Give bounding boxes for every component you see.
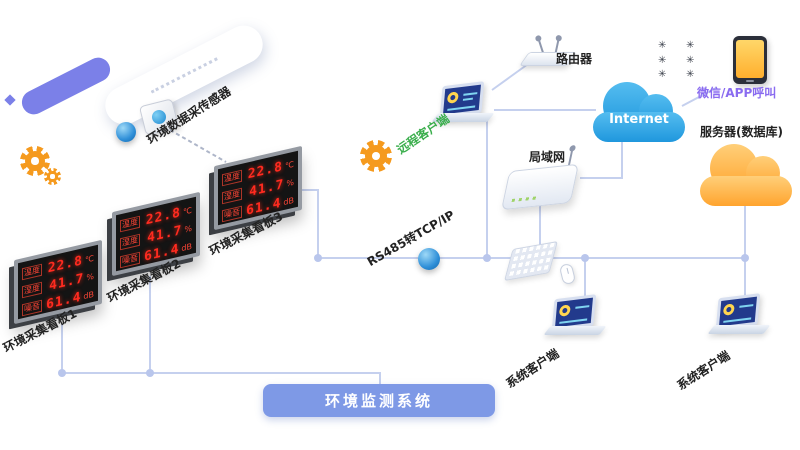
gauge-icon <box>446 91 459 104</box>
gear-icon <box>360 140 392 172</box>
gauge-icon <box>722 303 735 316</box>
chart-bar <box>739 304 754 308</box>
chart-bar <box>463 92 478 96</box>
led-row-label: 湿度 <box>222 187 242 205</box>
led-row-unit: dB <box>83 289 94 301</box>
router-label: 路由器 <box>556 52 593 66</box>
led-row-unit: % <box>184 223 192 234</box>
sparkle-icon: ✳ <box>686 54 695 66</box>
led-row-label: 温度 <box>22 263 42 281</box>
led-row-label: 湿度 <box>120 233 140 251</box>
sparkle-icon: ✳ <box>686 40 695 51</box>
gauge-icon <box>558 304 571 317</box>
sparkle-icon: ✳ <box>658 40 667 51</box>
app-sparkle-icons: ✳ ✳ ✳ ✳ ✳ ✳ <box>658 40 704 82</box>
laptop-base <box>707 325 771 334</box>
led-row-unit: ℃ <box>285 159 294 171</box>
rs485-gateway-node <box>418 248 440 270</box>
cloud-body <box>700 176 792 206</box>
led-row-label: 温度 <box>120 215 140 233</box>
dashed-connector <box>169 129 227 163</box>
led-row-label: 湿度 <box>22 281 42 299</box>
internet-label: Internet <box>609 112 669 127</box>
chart-bar <box>575 305 590 309</box>
led-row-unit: dB <box>181 241 192 253</box>
connector <box>61 324 381 384</box>
system-title: 环境监测系统 <box>324 392 433 410</box>
node-sphere <box>116 122 136 142</box>
system-client-laptop-right <box>707 293 775 342</box>
led-row-unit: % <box>86 271 94 282</box>
led-row-unit: ℃ <box>183 205 192 217</box>
wechat-app-label: 微信/APP呼叫 <box>697 86 777 100</box>
laptop-base <box>543 326 607 335</box>
sparkle-icon: ✳ <box>658 54 667 66</box>
system-client-laptop-left <box>543 294 611 343</box>
cloud-body <box>593 112 685 142</box>
gear-icon <box>44 168 61 185</box>
chart-bar <box>559 318 588 324</box>
smartphone-icon <box>733 36 767 84</box>
led-row-unit: % <box>286 177 294 188</box>
system-title-banner: 环境监测系统 <box>263 384 495 417</box>
internet-cloud: Internet <box>593 82 685 142</box>
led-row-unit: dB <box>283 195 294 207</box>
led-row-label: 温度 <box>222 169 242 187</box>
server-cloud <box>700 144 792 206</box>
chart-bar <box>462 97 473 101</box>
led-row-unit: ℃ <box>85 253 94 265</box>
sparkle-icon: ✳ <box>686 69 695 81</box>
led-row-label: 噪音 <box>22 299 42 317</box>
led-row-label: 噪音 <box>120 251 140 269</box>
connector <box>491 63 529 91</box>
led-row-label: 噪音 <box>222 205 242 223</box>
server-db-label: 服务器(数据库) <box>700 125 783 139</box>
connector <box>580 140 623 179</box>
phone-screen <box>736 40 764 78</box>
connector <box>302 189 418 259</box>
chart-bar <box>447 105 476 111</box>
lan-label: 局域网 <box>529 150 566 164</box>
sparkle-icon: ✳ <box>658 69 667 81</box>
connector <box>681 87 717 107</box>
chart-bar <box>723 317 752 323</box>
